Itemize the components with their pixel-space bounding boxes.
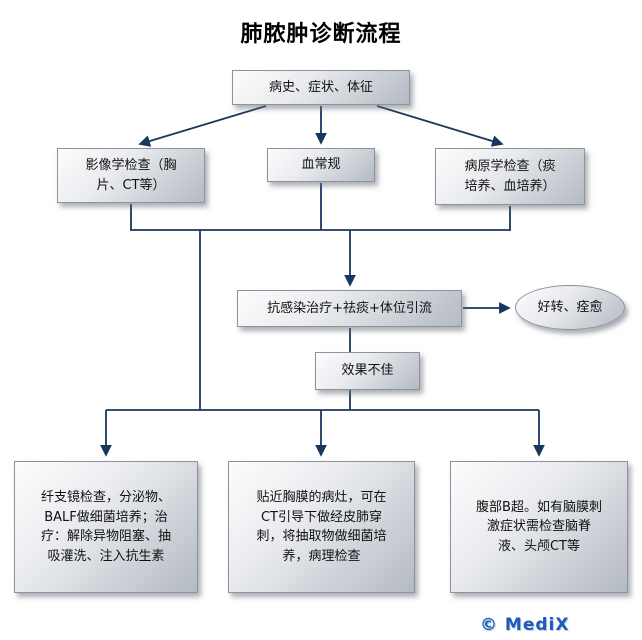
- node-pathogen-exam: 病原学检查（痰培养、血培养）: [435, 148, 585, 205]
- watermark: © MediX: [480, 615, 570, 635]
- node-history: 病史、症状、体征: [232, 70, 410, 105]
- node-imaging-exam: 影像学检查（胸片、CT等）: [57, 148, 205, 203]
- node-treatment: 抗感染治疗+祛痰+体位引流: [237, 290, 462, 327]
- node-bronchoscopy: 纤支镜检查，分泌物、BALF做细菌培养；治疗：解除异物阻塞、抽吸灌洗、注入抗生素: [14, 461, 198, 593]
- node-recovery: 好转、痊愈: [515, 285, 625, 330]
- node-abdominal-ultrasound: 腹部B超。如有脑膜刺激症状需检查脑脊液、头颅CT等: [450, 461, 628, 593]
- node-ct-guided-puncture: 贴近胸膜的病灶，可在CT引导下做经皮肺穿刺，将抽取物做细菌培养，病理检查: [228, 461, 415, 593]
- node-poor-response: 效果不佳: [315, 352, 420, 390]
- page-title: 肺脓肿诊断流程: [240, 22, 402, 47]
- arrow-history-to-imaging: [138, 105, 267, 147]
- node-blood-test: 血常规: [267, 148, 375, 182]
- arrow-history-to-pathogen: [376, 105, 504, 147]
